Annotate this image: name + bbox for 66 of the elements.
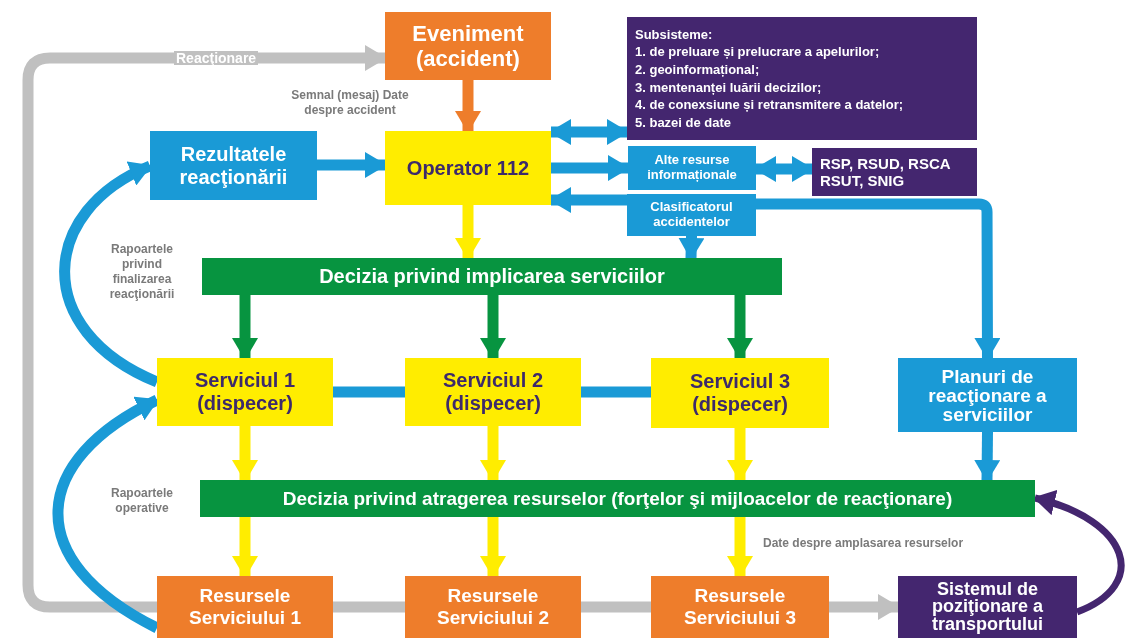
decision-bar <box>200 480 1035 517</box>
arrow <box>232 295 258 360</box>
arrow <box>455 205 481 260</box>
arrow <box>756 198 1001 360</box>
operator-box <box>385 131 551 205</box>
box-label: Resursele Serviciului 3 <box>683 585 797 629</box>
plans-box <box>898 358 1077 432</box>
box-label: 1. de preluare și prelucrare a apelurilor; <box>635 43 880 61</box>
event-box <box>385 12 551 80</box>
annotation-text: Date despre amplasarea resurselor <box>763 536 965 551</box>
resources-box <box>628 146 756 190</box>
connector-line <box>581 386 651 398</box>
edge-label: Reacţionare <box>174 51 259 65</box>
arrow <box>727 517 753 578</box>
arrow <box>232 517 258 578</box>
box-label: RSP, RSUD, RSCA RSUT, SNIG <box>820 154 952 190</box>
arrow <box>549 119 629 145</box>
decision-bar <box>202 258 782 295</box>
box-label: Operator 112 <box>406 156 530 180</box>
connector-line <box>581 601 651 613</box>
box-label: Clasificatorul accidentelor <box>649 200 734 230</box>
box-label: 3. mentenanței luării decizilor; <box>635 78 822 97</box>
box-label: Planuri de reacţionare a serviciilor <box>927 366 1048 424</box>
classifier-box <box>627 194 756 236</box>
box-label: Resursele Serviciului 2 <box>436 585 550 629</box>
arrow <box>480 426 506 482</box>
arrow <box>974 431 1001 482</box>
resources-box <box>157 576 333 638</box>
arrow <box>232 426 258 482</box>
results-box <box>150 131 317 200</box>
box-label: Sistemul de poziţionare a transportului <box>931 581 1044 633</box>
service-box <box>651 358 829 428</box>
registry-box <box>812 148 977 196</box>
box-label: 4. de conexsiune și retransmitere a datelor; <box>635 96 904 114</box>
subsystems-box <box>627 17 977 140</box>
arrow <box>551 155 630 181</box>
service-box <box>157 358 333 426</box>
annotation-text: Rapoartele operative <box>110 486 174 516</box>
annotation-text: Semnal (mesaj) Date despre accident <box>290 88 410 118</box>
box-label: Eveniment (accident) <box>411 20 525 72</box>
arrow <box>678 235 705 260</box>
positioning-box <box>898 576 1077 638</box>
service-box <box>405 358 581 426</box>
arrow <box>727 295 753 360</box>
box-label: Rezultatele reacţionării <box>178 142 289 189</box>
resources-box <box>405 576 581 638</box>
box-label: 5. bazei de date <box>635 113 732 132</box>
box-label: Alte resurse informaționale <box>646 153 738 183</box>
box-label: Serviciul 2 (dispecer) <box>441 369 545 415</box>
arrow <box>317 152 387 178</box>
box-label: Resursele Serviciului 1 <box>188 585 302 629</box>
arrow <box>727 428 753 482</box>
arrow <box>480 295 506 360</box>
box-label: Decizia privind atragerea resurselor (forţelor şi mijloacelor de reacţionare) <box>282 487 953 510</box>
annotation-text: Rapoartele privind finalizarea reacţionării <box>108 242 176 302</box>
connector-line <box>333 601 405 613</box>
box-label: 2. geoinformațional; <box>635 60 760 79</box>
arrow <box>455 80 481 133</box>
connector-line <box>333 386 405 398</box>
arrow <box>22 45 387 613</box>
resources-box <box>651 576 829 638</box>
box-heading: Subsisteme: <box>635 25 713 44</box>
arrow <box>829 594 900 620</box>
box-label: Decizia privind implicarea serviciilor <box>319 265 665 288</box>
box-label: Serviciul 1 (dispecer) <box>193 369 297 415</box>
box-label: Serviciul 3 (dispecer) <box>688 370 792 416</box>
